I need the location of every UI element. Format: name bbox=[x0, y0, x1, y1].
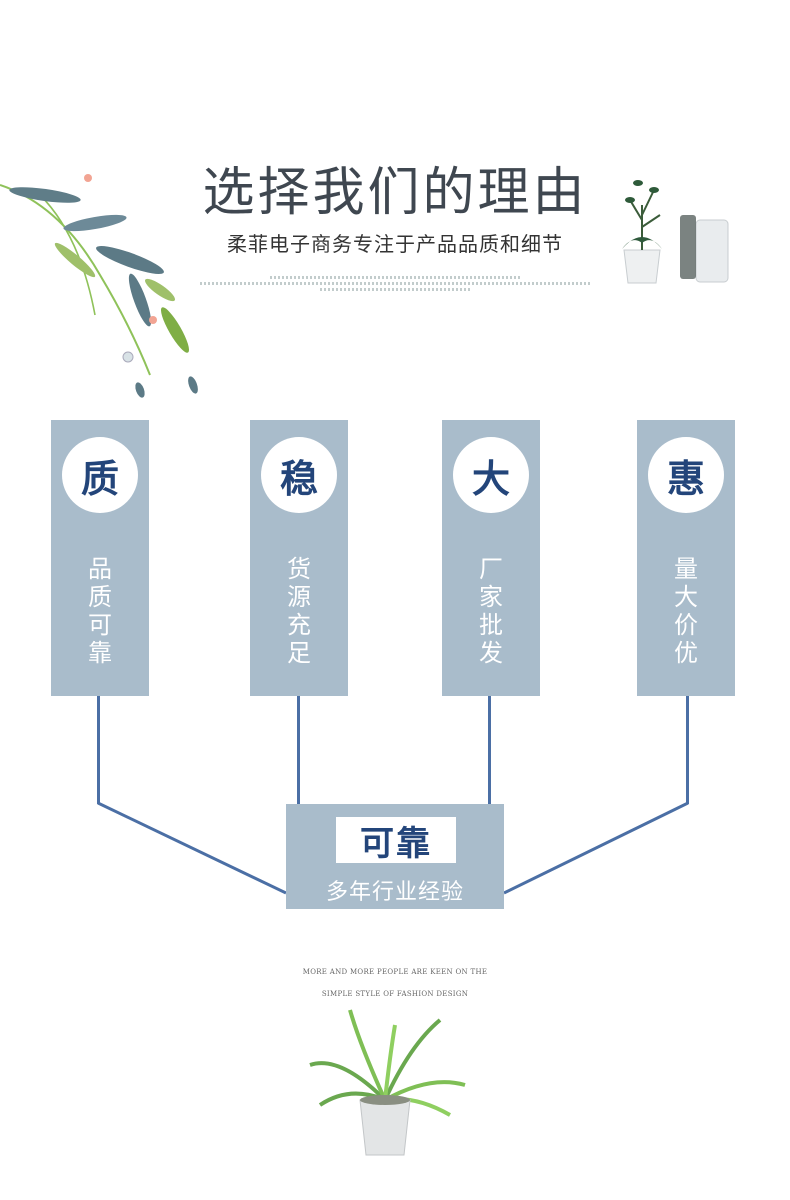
footer-tagline-2: SIMPLE STYLE OF FASHION DESIGN bbox=[321, 990, 469, 998]
feature-card-stable: 稳 货源充足 bbox=[250, 420, 348, 696]
feature-card-quality: 质 品质可靠 bbox=[51, 420, 149, 696]
big-badge: 大 bbox=[453, 437, 529, 513]
decorative-text-line-3 bbox=[320, 288, 470, 291]
decorative-text-line-1 bbox=[270, 276, 520, 279]
reliable-title: 可靠 bbox=[336, 817, 456, 864]
page-subtitle: 柔菲电子商务专注于产品品质和细节 bbox=[227, 232, 563, 256]
feature-text: 量大价优 bbox=[674, 555, 698, 667]
feature-card-big: 大 厂家批发 bbox=[442, 420, 540, 696]
leaf-branch-decoration bbox=[0, 174, 198, 398]
discount-badge: 惠 bbox=[648, 437, 724, 513]
connector-line bbox=[97, 696, 100, 804]
reliable-summary-box: 可靠 多年行业经验 bbox=[286, 804, 504, 909]
feature-card-discount: 惠 量大价优 bbox=[637, 420, 735, 696]
connector-line bbox=[488, 696, 491, 804]
quality-badge: 质 bbox=[62, 437, 138, 513]
page-title: 选择我们的理由 bbox=[202, 163, 588, 223]
connector-line bbox=[686, 696, 689, 804]
reliable-subtitle: 多年行业经验 bbox=[325, 880, 464, 905]
feature-text: 品质可靠 bbox=[88, 555, 112, 667]
plant-pot-decoration bbox=[622, 180, 729, 284]
stable-badge: 稳 bbox=[261, 437, 337, 513]
feature-text: 货源充足 bbox=[287, 555, 311, 667]
potted-plant-decoration bbox=[309, 1009, 466, 1156]
connector-line bbox=[297, 696, 300, 804]
footer-tagline-1: MORE AND MORE PEOPLE ARE KEEN ON THE bbox=[302, 968, 488, 976]
feature-text: 厂家批发 bbox=[479, 555, 503, 667]
decorative-text-line-2 bbox=[200, 282, 590, 285]
